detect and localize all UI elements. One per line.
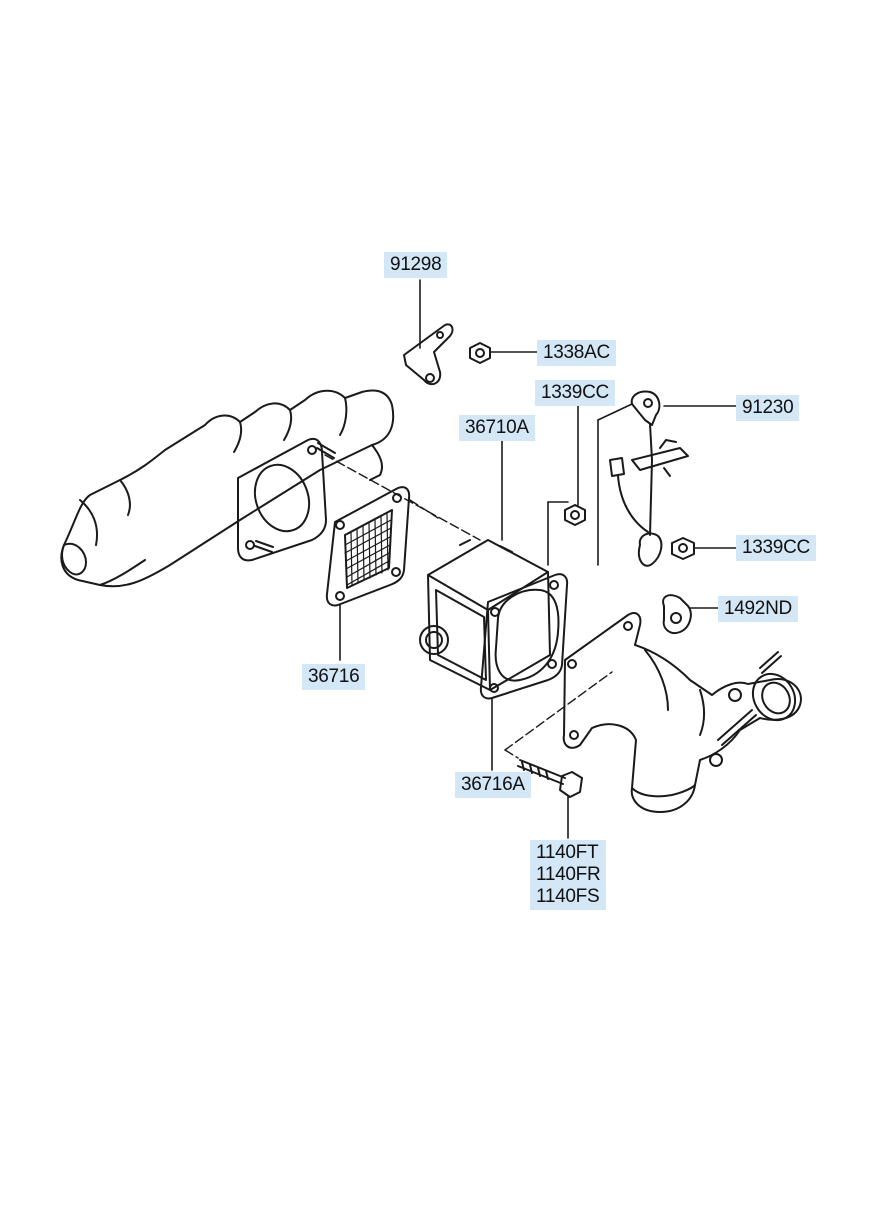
callout-1339cc-right[interactable]: 1339CC [736, 535, 816, 561]
egr-cooler [419, 539, 551, 691]
callout-1339cc-right-text: 1339CC [742, 537, 810, 558]
exhaust-manifold [60, 389, 395, 588]
bracket [403, 323, 454, 386]
callout-1492nd-text: 1492ND [724, 598, 792, 619]
sensor-harness [609, 390, 689, 567]
nut-1339cc-top [564, 504, 586, 526]
callout-1492nd[interactable]: 1492ND [718, 596, 798, 622]
callout-1339cc-top[interactable]: 1339CC [535, 380, 615, 406]
bolt [517, 759, 583, 798]
callout-91230-text: 91230 [742, 397, 794, 418]
callout-36716-text: 36716 [308, 666, 360, 687]
callout-91230[interactable]: 91230 [736, 395, 800, 421]
nut-1338ac [469, 342, 491, 364]
callout-36716a[interactable]: 36716A [455, 772, 531, 798]
callout-1338ac-text: 1338AC [543, 342, 610, 363]
callout-36710a-text: 36710A [465, 417, 529, 438]
clamp [662, 594, 692, 634]
callout-1140fr-text: 1140FR [536, 864, 601, 885]
nut-1339cc-right [671, 537, 695, 560]
callout-36716a-text: 36716A [461, 774, 525, 795]
callout-91298-text: 91298 [390, 254, 442, 275]
callout-1338ac[interactable]: 1338AC [537, 340, 616, 366]
manifold-flange [237, 438, 336, 562]
callout-36716[interactable]: 36716 [302, 664, 366, 690]
callout-1140ft-text: 1140FT [536, 842, 599, 863]
callout-1140fs-text: 1140FS [536, 886, 600, 907]
callout-1339cc-top-text: 1339CC [541, 382, 609, 403]
callout-36710a[interactable]: 36710A [459, 415, 535, 441]
gasket-mesh [325, 486, 411, 607]
alignment-lines [324, 454, 613, 759]
callout-91298[interactable]: 91298 [384, 252, 448, 278]
leader-lines [339, 279, 739, 839]
gasket-outlet [479, 573, 569, 700]
outlet-pipe [562, 612, 802, 813]
callout-bolt-group[interactable]: 1140FT 1140FR 1140FS [530, 840, 607, 910]
